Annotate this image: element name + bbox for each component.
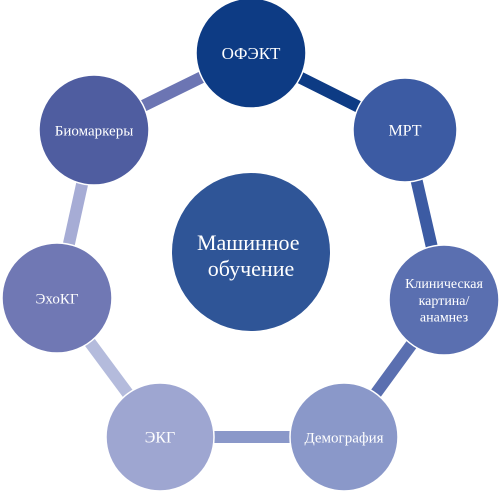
node-circle-spect: [195, 0, 307, 109]
node-label-biomarkers: Биомаркеры: [55, 123, 134, 139]
node-ecg: ЭКГ: [105, 382, 215, 492]
node-clinical: Клиническая картина/анамнез: [388, 244, 500, 356]
node-label-line: Биомаркеры: [55, 123, 134, 139]
node-label-demography: Демография: [304, 430, 383, 446]
node-label-line: анамнез: [420, 311, 469, 326]
node-label-mri: МРТ: [388, 123, 421, 140]
node-circle-ecg: [105, 382, 215, 492]
node-label-clinical: Клиническая картина/анамнез: [405, 277, 483, 326]
center-label-line: обучение: [208, 256, 295, 281]
node-label-line: ОФЭКТ: [222, 44, 281, 63]
node-circle-demography: [289, 382, 399, 492]
node-label-echo: ЭхоКГ: [35, 291, 78, 307]
node-label-ecg: ЭКГ: [145, 430, 175, 447]
center-label-line: Машинное: [197, 230, 300, 255]
node-label-line: ЭхоКГ: [35, 291, 78, 307]
node-demography: Демография: [289, 382, 399, 492]
node-circle-clinical: [388, 244, 500, 356]
center-label: Машинное обучение: [197, 230, 305, 281]
center-node: Машинное обучение: [172, 173, 330, 331]
center-circle: [172, 173, 330, 331]
node-circle-mri: [352, 77, 458, 183]
node-circle-biomarkers: [38, 74, 150, 186]
node-label-line: Клиническая: [405, 277, 483, 292]
node-mri: МРТ: [352, 77, 458, 183]
node-biomarkers: Биомаркеры: [38, 74, 150, 186]
node-label-line: ЭКГ: [145, 430, 175, 447]
node-label-line: картина/: [419, 294, 470, 309]
node-echo: ЭхоКГ: [1, 242, 113, 354]
node-label-line: Демография: [304, 430, 383, 446]
node-circle-echo: [1, 242, 113, 354]
node-label-spect: ОФЭКТ: [222, 44, 281, 63]
node-spect: ОФЭКТ: [195, 0, 307, 109]
node-label-line: МРТ: [388, 123, 421, 140]
